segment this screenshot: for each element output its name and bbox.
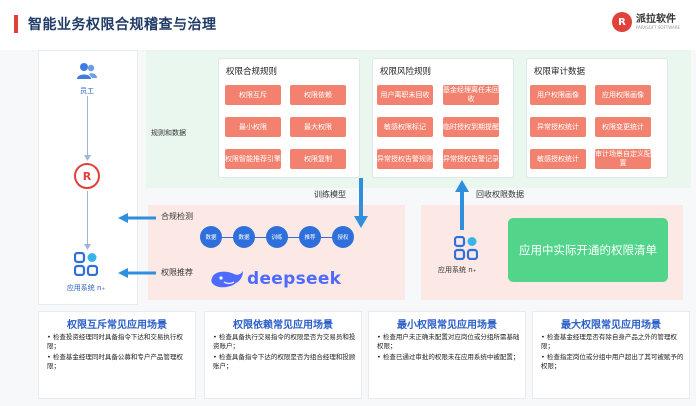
chip: 应用权限画像 [595, 85, 651, 105]
chip: 权限互斥 [225, 85, 281, 105]
recover-data-label: 回收权限数据 [476, 190, 524, 199]
arrow-down-icon [354, 178, 368, 228]
card-title: 权限审计数据 [534, 67, 586, 77]
chip: 临时授权到期提醒 [443, 117, 499, 137]
chip: 最大权限 [290, 117, 346, 137]
app-system-label: 应用系统 n₊ [66, 284, 106, 292]
chip: 权限复制 [290, 149, 346, 169]
employee-icon [77, 63, 97, 79]
flow-step: 授权 [332, 226, 354, 248]
chip: 异常授权告警规则 [377, 149, 433, 169]
apps-icon [74, 252, 98, 276]
header-bar [0, 0, 696, 50]
chip: 异常授权统计 [530, 117, 586, 137]
parasoft-logo-icon: R [74, 163, 100, 189]
arrow-left-icon [118, 268, 156, 278]
compliance-check-label: 合规检测 [161, 212, 193, 221]
chip: 用户权限画像 [530, 85, 586, 105]
arrow-down-icon [84, 155, 91, 161]
scenario-mutual-exclusion: 权限互斥常见应用场景 • 检查投资经理同时具备指令下达和交易执行权限； • 检查… [38, 311, 196, 399]
chip: 权限智能推荐引擎 [225, 149, 281, 169]
scenario-title: 权限互斥常见应用场景 [67, 320, 167, 331]
card-title: 权限合规规则 [226, 67, 278, 77]
chip: 最小权限 [225, 117, 281, 137]
page-title: 智能业务权限合规稽查与治理 [28, 17, 217, 33]
brand-sub: PARASOFT SOFTWARE [636, 24, 681, 30]
deepseek-whale-icon [211, 271, 243, 288]
flow-step: 数据 [233, 226, 255, 248]
chip: 权限变更统计 [595, 117, 651, 137]
rules-data-label: 规则和数据 [151, 129, 186, 137]
employee-label: 员工 [80, 87, 94, 95]
permission-recommend-label: 权限推荐 [161, 268, 193, 277]
card-title: 权限风险规则 [380, 67, 432, 77]
flow-step: 数据 [200, 226, 222, 248]
arrow-up-icon [455, 180, 469, 230]
scenario-minimum: 最小权限常见应用场景 • 检查用户未正确未配置对应岗位或分组所需基础权限； • … [368, 311, 526, 399]
scenario-maximum: 最大权限常见应用场景 • 检查基金经理是否有除自身产品之外的管理权限； • 检查… [532, 311, 690, 399]
scenario-item: • 检查基金经理是否有除自身产品之外的管理权限； [541, 333, 677, 350]
brand-logo-icon: R [612, 12, 632, 32]
brand-name: 派拉软件 [636, 13, 676, 25]
arrow-down-icon [84, 244, 91, 250]
scenario-title: 最大权限常见应用场景 [561, 320, 661, 331]
title-accent [14, 15, 18, 33]
brand: R 派拉软件 PARASOFT SOFTWARE [612, 12, 680, 32]
apps-icon [454, 236, 478, 260]
scenario-item: • 检查投资经理同时具备指令下达和交易执行权限； [47, 333, 183, 350]
chip: 异常授权告警记录 [443, 149, 499, 169]
scenario-title: 权限依赖常见应用场景 [233, 320, 333, 331]
chip: 敏感权限标记 [377, 117, 433, 137]
scenario-dependency: 权限依赖常见应用场景 • 检查具备执行交易指令的权限是否为交易员和投资账户； •… [204, 311, 362, 399]
connector-line [87, 191, 88, 248]
actual-permission-list: 应用中实际开通的权限清单 [508, 218, 668, 282]
scenario-item: • 检查已通过审批的权限未在应用系统中被配置； [377, 353, 520, 361]
scenario-title: 最小权限常见应用场景 [397, 320, 497, 331]
chip: 用户离职未回收 [377, 85, 433, 105]
chip: 权限依赖 [290, 85, 346, 105]
flow-step: 推荐 [299, 226, 321, 248]
scenario-item: • 检查具备执行交易指令的权限是否为交易员和投资账户； [213, 333, 356, 350]
scenario-item: • 检查指定岗位或分组中用户超出了其可被赋予的权限； [541, 353, 684, 370]
scenario-item: • 检查基金经理同时具备公募和专户产品管理权限； [47, 353, 183, 370]
scenario-item: • 检查具备指令下达的权限是否为组合经理和投顾账户； [213, 353, 356, 370]
scenario-item: • 检查用户未正确未配置对应岗位或分组所需基础权限； [377, 333, 520, 350]
flow-step: 训练 [266, 226, 288, 248]
deepseek-wordmark: deepseek [247, 269, 342, 289]
train-model-label: 训练模型 [314, 190, 346, 199]
connector-line [87, 96, 88, 160]
chip: 基金经理离任未回收 [443, 85, 499, 105]
chip: 审计场景自定义配置 [595, 149, 651, 169]
app-system-label: 应用系统 n₊ [438, 266, 477, 274]
deepseek-logo: deepseek [210, 268, 341, 290]
chip: 敏感授权统计 [530, 149, 586, 169]
arrow-left-icon [118, 213, 156, 223]
